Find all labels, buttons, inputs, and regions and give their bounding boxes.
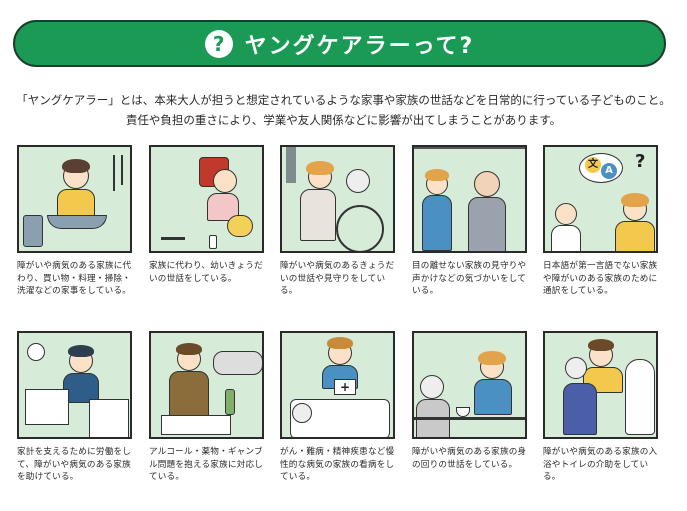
illustration-interpreting: 文 A ? xyxy=(543,145,658,253)
illustration-baby-care xyxy=(149,145,264,253)
card-personal-care: 障がいや病気のある家族の身の回りの世話をしている。 xyxy=(412,331,527,471)
baby-bottle-icon xyxy=(209,235,217,249)
uniform-body-shape xyxy=(63,373,99,403)
hair-shape xyxy=(621,193,649,207)
hair-shape xyxy=(62,159,90,173)
baby-icon xyxy=(227,215,253,237)
card-interpretation: 文 A ? 日本語が第一言語でない家族や障がいのある家族のために通訳をしている。 xyxy=(543,145,658,298)
bowl-icon xyxy=(456,407,470,417)
card-nursing: + がん・難病・精神疾患など慢性的な病気の家族の看病をしている。 xyxy=(280,331,395,484)
bottle-icon xyxy=(225,389,235,415)
card-caption: アルコール・薬物・ギャンブル問題を抱える家族に対応している。 xyxy=(149,447,264,482)
card-caption: 障がいや病気のある家族の入浴やトイレの介助をしている。 xyxy=(543,447,658,482)
card-caption: 日本語が第一言語でない家族や障がいのある家族のために通訳をしている。 xyxy=(543,261,658,296)
ladle-icon xyxy=(113,155,115,191)
child-head-icon xyxy=(555,203,577,225)
card-caption: 家族に代わり、幼いきょうだいの世話をしている。 xyxy=(149,261,263,284)
clock-icon xyxy=(27,343,45,361)
window-frame-shape xyxy=(414,147,525,149)
illustration-elder-watch xyxy=(412,145,527,253)
intro-text: 「ヤングケアラー」とは、本来大人が担うと想定されているような家事や家族の世話など… xyxy=(0,90,687,130)
wheelchair-icon xyxy=(336,205,384,251)
sibling-head-icon xyxy=(346,169,370,193)
illustration-wheelchair xyxy=(280,145,395,253)
card-bath-toilet: 障がいや病気のある家族の入浴やトイレの介助をしている。 xyxy=(543,331,658,484)
elder-head-icon xyxy=(474,171,500,197)
sleeping-adult-shape xyxy=(213,351,262,375)
child-body-shape xyxy=(300,189,336,241)
elder-head-icon xyxy=(565,357,587,379)
patient-head-icon xyxy=(292,403,312,423)
question-mark-icon: ? xyxy=(635,151,646,172)
elder-body-shape xyxy=(563,383,597,435)
elder-head-icon xyxy=(420,375,444,399)
child-body-shape xyxy=(422,195,452,251)
card-sibling-watch: 障がいや病気のあるきょうだいの世話や見守りをしている。 xyxy=(280,145,395,298)
card-caption: 障がいや病気のあるきょうだいの世話や見守りをしている。 xyxy=(280,261,395,296)
child-body-shape xyxy=(474,379,512,415)
shelf-icon xyxy=(89,399,129,437)
hair-shape xyxy=(68,345,94,357)
illustration-feeding xyxy=(412,331,527,439)
card-caption: がん・難病・精神疾患など慢性的な病気の家族の看病をしている。 xyxy=(280,447,395,482)
title-banner: ? ヤングケアラーって? xyxy=(13,20,666,67)
illustration-working xyxy=(17,331,132,439)
hair-shape xyxy=(306,161,334,175)
hair-shape xyxy=(478,351,506,365)
table-edge-shape xyxy=(414,417,525,420)
door-shape xyxy=(286,147,296,183)
card-addiction: アルコール・薬物・ギャンブル問題を抱える家族に対応している。 xyxy=(149,331,264,484)
child-body-shape xyxy=(57,189,95,219)
language-badge-icon: 文 xyxy=(585,157,601,173)
medicine-box-icon: + xyxy=(334,379,356,395)
register-icon xyxy=(25,389,69,425)
shoe-shape xyxy=(161,237,185,240)
hair-shape xyxy=(327,337,353,349)
illustration-cooking xyxy=(17,145,132,253)
spatula-icon xyxy=(121,155,123,185)
card-caption: 目の離せない家族の見守りや声かけなどの気づかいをしている。 xyxy=(412,261,527,296)
card-sibling-care: 家族に代わり、幼いきょうだいの世話をしている。 xyxy=(149,145,264,285)
card-family-watch: 目の離せない家族の見守りや声かけなどの気づかいをしている。 xyxy=(412,145,527,298)
intro-line-1: 「ヤングケアラー」とは、本来大人が担うと想定されているような家事や家族の世話など… xyxy=(16,93,671,107)
question-circle-icon: ? xyxy=(204,29,233,58)
hair-shape xyxy=(588,339,614,351)
card-caption: 障がいや病気のある家族の身の回りの世話をしている。 xyxy=(412,447,527,470)
illustration-bedside: + xyxy=(280,331,395,439)
illustration-toilet-assist xyxy=(543,331,658,439)
hair-shape xyxy=(425,169,449,181)
blazer-body-shape xyxy=(169,371,209,421)
card-labor: 家計を支えるために労働をして、障がいや病気のある家族を助けている。 xyxy=(17,331,132,484)
elder-body-shape xyxy=(468,197,506,251)
intro-line-2: 責任や負担の重さにより、学業や友人関係などに影響が出てしまうことがあります。 xyxy=(125,113,562,127)
child-body-shape xyxy=(551,225,581,251)
card-housework: 障がいや病気のある家族に代わり、買い物・料理・掃除・洗濯などの家事をしている。 xyxy=(17,145,132,298)
hair-shape xyxy=(176,343,202,355)
illustration-alcohol xyxy=(149,331,264,439)
frying-pan-icon xyxy=(47,215,107,229)
page-title: ヤングケアラーって? xyxy=(244,33,475,59)
bowl-stack-icon xyxy=(23,215,43,247)
cloth-shape xyxy=(161,415,231,435)
card-caption: 家計を支えるために労働をして、障がいや病気のある家族を助けている。 xyxy=(17,447,132,482)
alphabet-badge-icon: A xyxy=(601,163,617,179)
child-head-icon xyxy=(213,169,237,193)
toilet-icon xyxy=(625,359,655,435)
parent-body-shape xyxy=(615,221,655,251)
card-caption: 障がいや病気のある家族に代わり、買い物・料理・掃除・洗濯などの家事をしている。 xyxy=(17,261,132,296)
